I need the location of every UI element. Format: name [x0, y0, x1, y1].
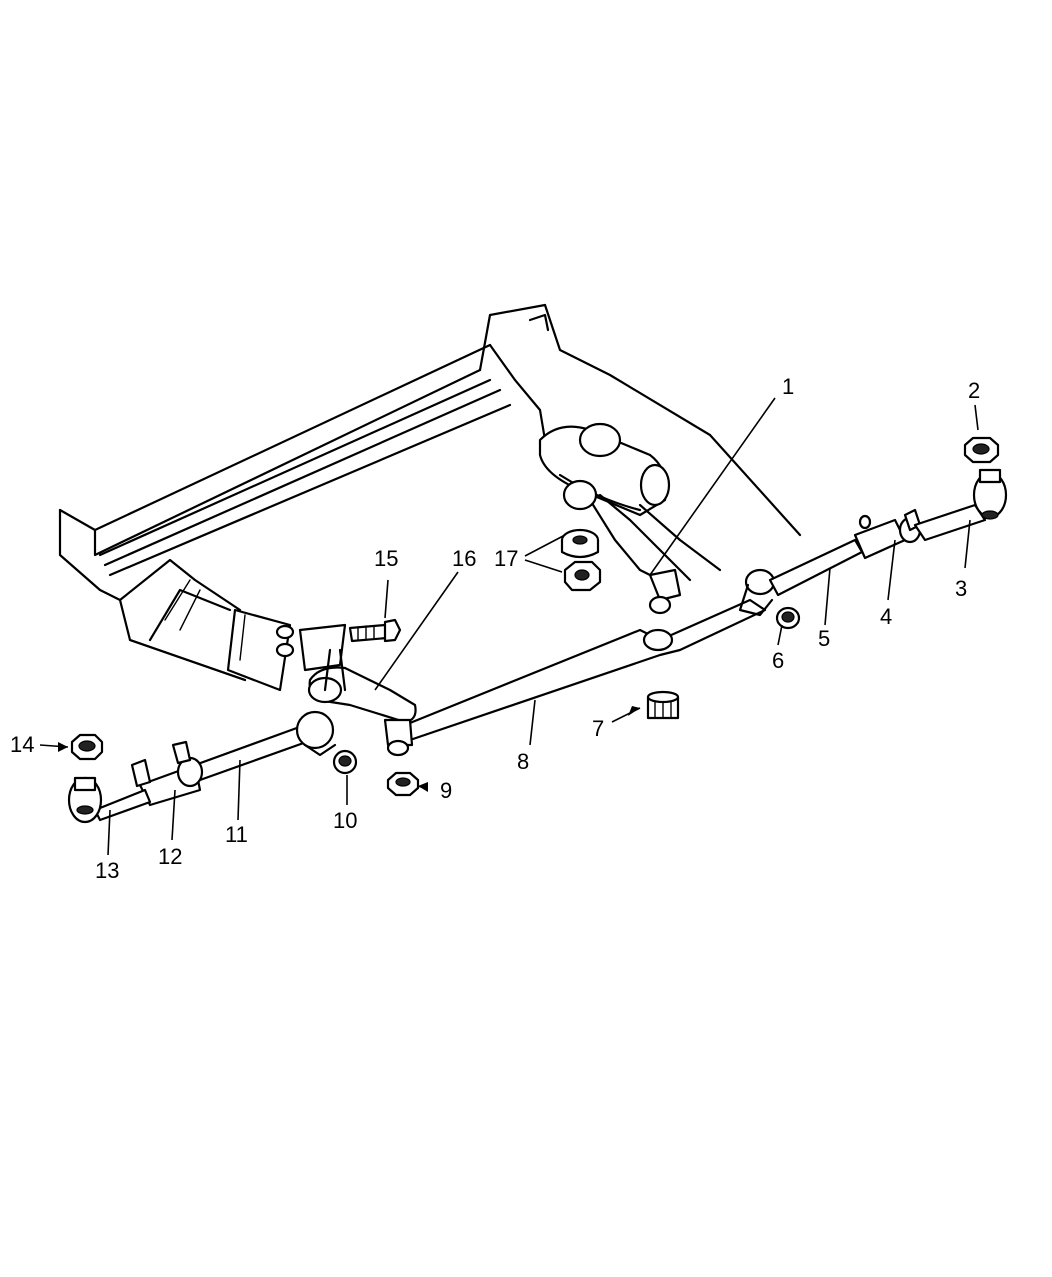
callout-5: 5 — [818, 626, 830, 651]
frame-crossmember — [58, 303, 802, 692]
callout-9: 9 — [440, 778, 452, 803]
right-tie-rod — [768, 468, 1008, 597]
callout-labels: 1 2 3 4 5 6 7 8 9 10 11 12 13 14 15 16 1… — [10, 374, 980, 883]
callout-10: 10 — [333, 808, 357, 833]
callout-8: 8 — [517, 749, 529, 774]
nut-2 — [963, 436, 1000, 464]
callout-13: 13 — [95, 858, 119, 883]
callout-3: 3 — [955, 576, 967, 601]
nut-6 — [775, 606, 801, 630]
nut-9 — [386, 771, 420, 797]
callout-6: 6 — [772, 648, 784, 673]
callout-17: 17 — [494, 546, 518, 571]
steering-gear-assembly — [538, 422, 722, 615]
left-tie-rod — [67, 710, 337, 824]
castle-nut-7 — [646, 690, 680, 720]
idler-arm-16 — [307, 648, 417, 757]
callout-12: 12 — [158, 844, 182, 869]
bolt-15 — [348, 618, 402, 643]
nut-10 — [332, 749, 358, 775]
center-link-8 — [403, 568, 776, 742]
callout-14: 14 — [10, 732, 34, 757]
callout-4: 4 — [880, 604, 892, 629]
callout-16: 16 — [452, 546, 476, 571]
callout-2: 2 — [968, 378, 980, 403]
callout-7: 7 — [592, 716, 604, 741]
nut-and-bushing-17 — [560, 528, 602, 592]
callout-15: 15 — [374, 546, 398, 571]
callout-11: 11 — [225, 822, 248, 847]
callout-1: 1 — [782, 374, 794, 399]
nut-14 — [70, 733, 104, 761]
leader-lines — [39, 397, 979, 856]
